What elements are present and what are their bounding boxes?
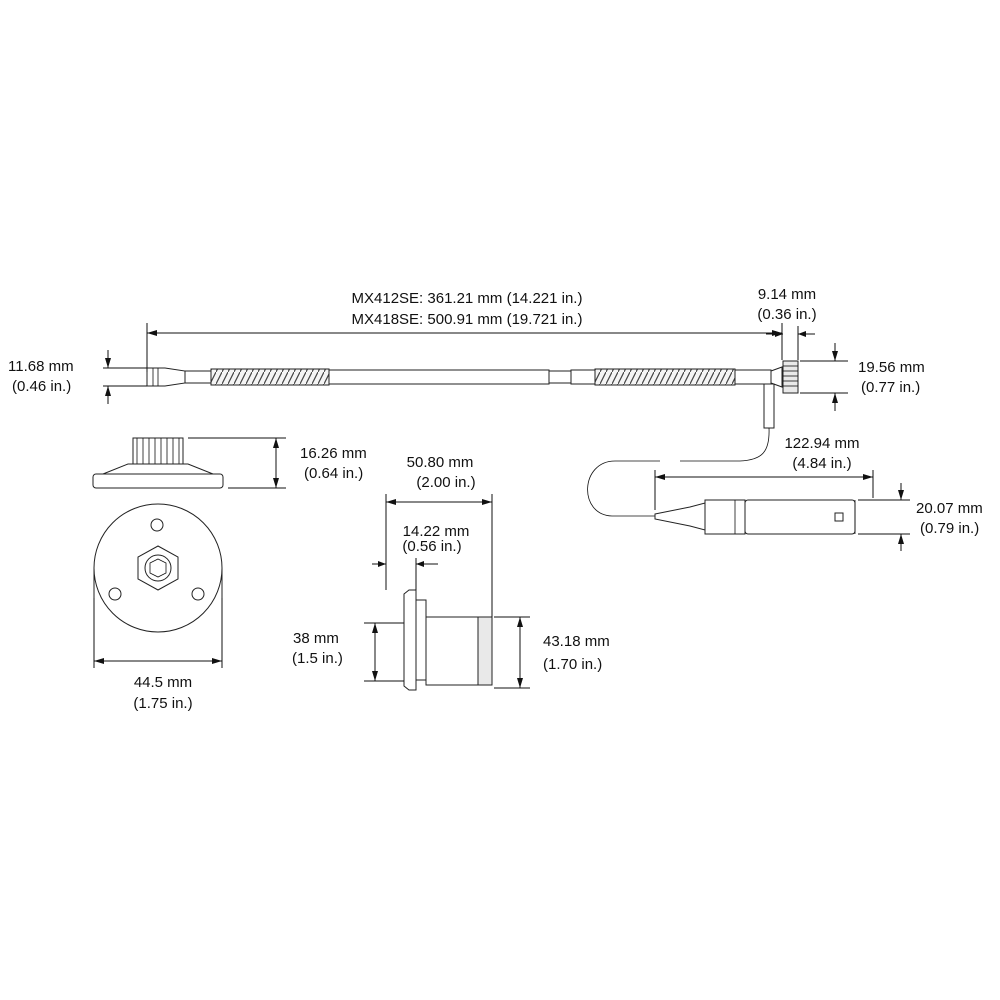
collar-height-mm-label: 19.56 mm — [858, 359, 925, 376]
cable-length-in-label: (4.84 in.) — [792, 455, 851, 472]
tube-coupler — [548, 370, 572, 384]
mount-hole-mm-label: 38 mm — [293, 630, 339, 647]
gooseneck-microphone — [146, 360, 856, 535]
mount-end-cap — [477, 616, 493, 686]
flange-side-view — [92, 437, 224, 489]
flange-plate — [92, 473, 224, 489]
cable-length-mm-label: 122.94 mm — [784, 435, 859, 452]
mount-lip — [403, 589, 417, 691]
preamp-collar — [704, 499, 746, 535]
center-bore — [144, 554, 172, 582]
rigid-tube — [328, 369, 550, 385]
head-diameter-mm-label: 11.68 mm — [8, 358, 74, 375]
mount-lip-mm-label: 14.22 mm — [403, 523, 470, 540]
mount-hole-right — [191, 587, 205, 601]
mic-neck-taper — [184, 370, 212, 384]
mount-length-in-label: (2.00 in.) — [416, 474, 475, 491]
flange-taper — [102, 463, 214, 475]
head-diameter-in-label: (0.46 in.) — [12, 378, 71, 395]
mount-hole-top — [150, 518, 164, 532]
overall-length-mx418-label: MX418SE: 500.91 mm (19.721 in.) — [352, 311, 583, 328]
collar-width-mm-label: 9.14 mm — [758, 286, 816, 303]
preamp-strain-relief — [654, 502, 706, 531]
flange-height-mm-label: 16.26 mm — [300, 445, 367, 462]
mount-body-in-label: (1.70 in.) — [543, 656, 602, 673]
mount-lip-in-label: (0.56 in.) — [402, 538, 461, 555]
preamp-diameter-mm-label: 20.07 mm — [916, 500, 983, 517]
mount-hole-in-label: (1.5 in.) — [292, 650, 343, 667]
knurled-collar — [782, 360, 799, 394]
flange-top-view — [93, 503, 223, 633]
preamp-diameter-in-label: (0.79 in.) — [920, 520, 979, 537]
cable — [680, 427, 770, 462]
flex-section-front — [210, 368, 330, 386]
flange-diameter-in-label: (1.75 in.) — [133, 695, 192, 712]
preamp-latch — [834, 512, 844, 522]
mount-neck — [415, 599, 427, 681]
dimension-labels: MX412SE: 361.21 mm (14.221 in.) MX418SE:… — [8, 286, 983, 712]
mount-length-mm-label: 50.80 mm — [407, 454, 474, 471]
mount-body-mm-label: 43.18 mm — [543, 633, 610, 650]
dimension-lines — [93, 323, 910, 689]
flange-thread — [132, 437, 184, 465]
tube-sleeve — [570, 369, 596, 385]
shock-mount-side-view — [403, 589, 493, 691]
cable-loop — [587, 460, 660, 517]
base-fitting — [734, 369, 772, 385]
collar-width-in-label: (0.36 in.) — [757, 306, 816, 323]
mount-hole-left — [108, 587, 122, 601]
flange-height-in-label: (0.64 in.) — [304, 465, 363, 482]
flex-section-rear — [594, 368, 736, 386]
overall-length-mx412-label: MX412SE: 361.21 mm (14.221 in.) — [352, 290, 583, 307]
collar-height-in-label: (0.77 in.) — [861, 379, 920, 396]
cable-exit — [763, 383, 775, 429]
flange-diameter-mm-label: 44.5 mm — [134, 674, 192, 691]
